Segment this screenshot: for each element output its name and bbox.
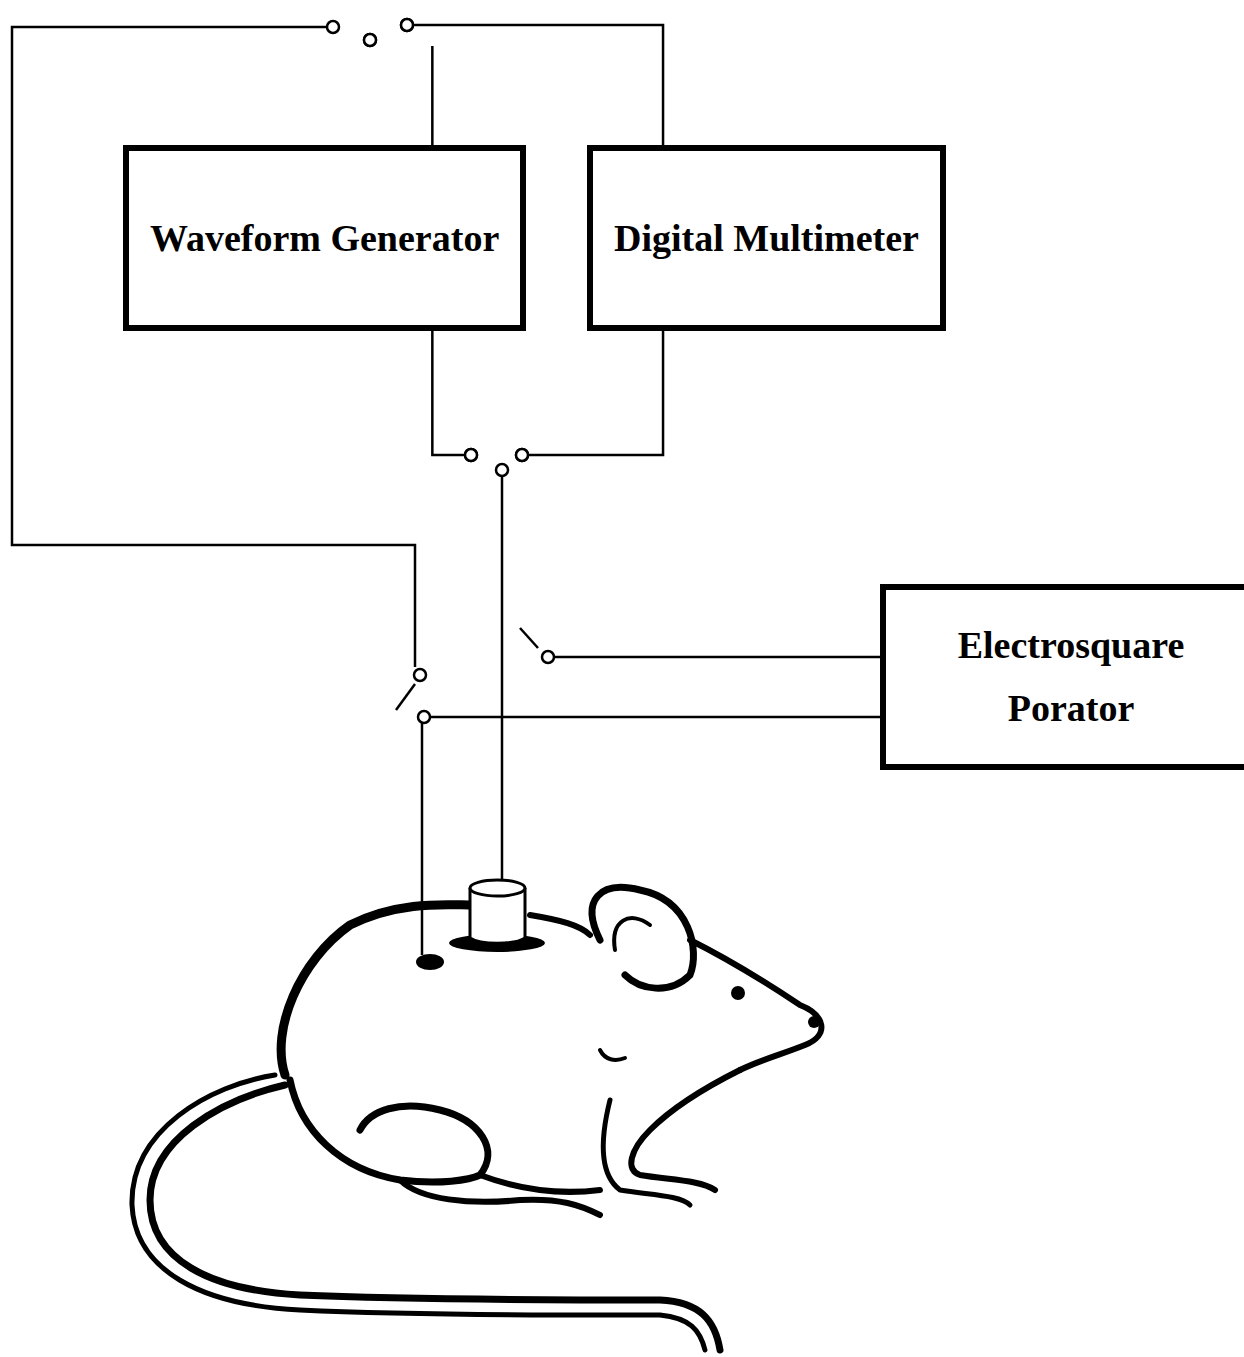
cup-rim xyxy=(470,880,525,896)
instrument-box: Electrosquare Porator xyxy=(880,584,1244,770)
wire xyxy=(501,476,504,882)
terminal xyxy=(418,711,430,723)
terminal xyxy=(401,19,413,31)
mouse-tail xyxy=(132,1075,705,1350)
wire-connector xyxy=(432,331,663,455)
mouse-drawing xyxy=(132,887,821,1350)
wire xyxy=(12,27,415,667)
terminal xyxy=(496,464,508,476)
mouse-back xyxy=(281,905,470,1075)
cup-electrode xyxy=(470,880,525,943)
mouse-hind-foot xyxy=(400,1180,600,1215)
mouse-head xyxy=(690,940,821,1070)
terminal xyxy=(465,449,477,461)
mouse-hind-leg xyxy=(290,1080,488,1182)
mouse-eye xyxy=(731,986,745,1000)
switch-lever xyxy=(396,684,415,710)
terminal xyxy=(364,34,376,46)
mouse-front-leg xyxy=(631,1070,740,1190)
switch-lever xyxy=(520,628,538,648)
wire-connector xyxy=(413,25,663,145)
mouse-belly xyxy=(480,1175,600,1192)
terminal xyxy=(516,449,528,461)
instrument-label: Digital Multimeter xyxy=(602,207,931,270)
skin-electrode xyxy=(416,954,444,970)
switch-terminals xyxy=(327,19,554,723)
terminal xyxy=(542,651,554,663)
instrument-label: Waveform Generator xyxy=(138,207,511,270)
mouse-back xyxy=(530,915,590,935)
instrument-label: Electrosquare Porator xyxy=(886,614,1244,739)
mouse-fur-line xyxy=(600,1050,625,1060)
wire xyxy=(421,723,424,955)
terminal xyxy=(364,34,376,46)
mouse-ear-inner xyxy=(614,918,650,950)
instrument-box: Digital Multimeter xyxy=(587,145,946,331)
terminal xyxy=(516,449,528,461)
terminal xyxy=(327,21,339,33)
wire xyxy=(554,656,880,659)
instrument-box: Waveform Generator xyxy=(123,145,526,331)
terminal xyxy=(401,19,413,31)
mouse-nose xyxy=(808,1016,820,1028)
terminal xyxy=(414,669,426,681)
mouse-tail xyxy=(150,1085,720,1350)
mouse-front-leg xyxy=(603,1100,690,1205)
terminal xyxy=(465,449,477,461)
mouse-ear xyxy=(592,887,693,988)
wire xyxy=(430,716,880,719)
